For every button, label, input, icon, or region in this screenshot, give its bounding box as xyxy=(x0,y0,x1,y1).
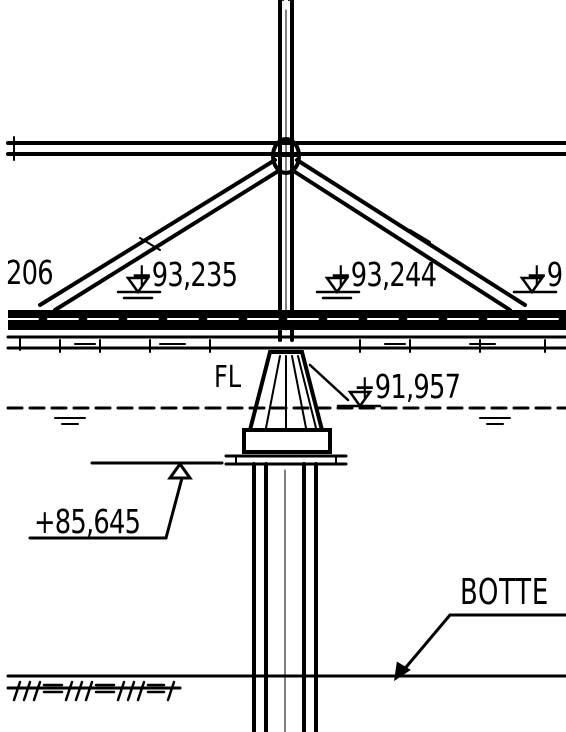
elevation-label-left-cut: 206 xyxy=(6,253,54,292)
deck-beam xyxy=(6,310,566,350)
ground-line xyxy=(6,674,566,690)
right-diagonal-stay xyxy=(290,158,527,312)
elevation-marker-93235 xyxy=(116,276,162,300)
elevation-label-93244: +93,244 xyxy=(330,255,437,294)
water-level-ticks xyxy=(54,417,511,425)
left-diagonal-stay xyxy=(38,158,282,312)
bottom-label: BOTTE xyxy=(460,572,549,613)
elevation-label-93235: +93,235 xyxy=(131,255,238,294)
elevation-marker-93244 xyxy=(315,276,361,300)
hub-joint xyxy=(271,137,301,175)
elevation-marker-93cut xyxy=(512,276,558,295)
elevation-label-91957: +91,957 xyxy=(354,367,461,406)
pile-cap xyxy=(224,428,348,466)
pier-cone xyxy=(247,350,325,432)
pile-elevation-leader xyxy=(28,461,224,540)
bottom-leader-arrow xyxy=(394,613,566,682)
elevation-label-85645: +85,645 xyxy=(34,502,141,541)
elevation-marker-91957 xyxy=(308,363,382,409)
deck-ticks xyxy=(19,336,546,353)
fl-label: FL xyxy=(214,360,242,395)
top-chord xyxy=(6,136,566,161)
piles xyxy=(252,462,318,732)
elevation-label-right-cut: +9 xyxy=(526,255,563,294)
ground-hatching xyxy=(12,680,176,702)
